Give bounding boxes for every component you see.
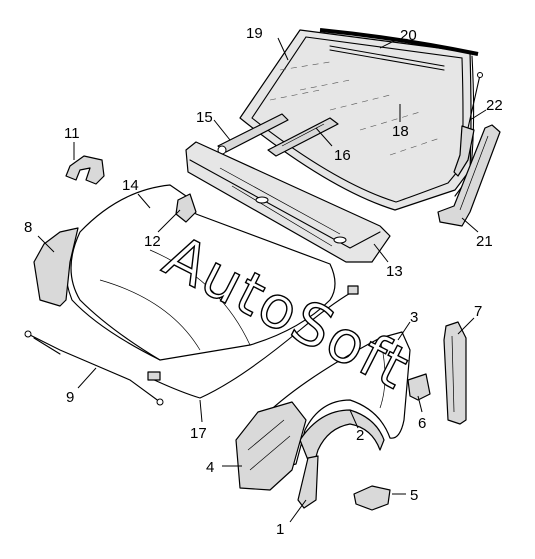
callout-20: 20: [400, 27, 417, 44]
callout-7: 7: [474, 303, 482, 320]
callout-3: 3: [410, 309, 418, 326]
windshield: [239, 29, 472, 211]
fender-liner: [299, 409, 385, 471]
a-pillar-trim: [437, 124, 501, 227]
callout-21: 21: [476, 233, 493, 250]
callout-8: 8: [24, 219, 32, 236]
side-bracket: [407, 373, 431, 401]
callout-9: 9: [66, 389, 74, 406]
callout-1: 1: [276, 521, 284, 538]
callout-14: 14: [122, 177, 139, 194]
hood-side-panel: [33, 227, 79, 307]
callout-17: 17: [190, 425, 207, 442]
callout-18: 18: [392, 123, 409, 140]
bracket: [65, 155, 105, 185]
cowl-panel: [185, 141, 391, 263]
callout-12: 12: [144, 233, 161, 250]
inner-wheelhouse: [235, 401, 307, 491]
callout-13: 13: [386, 263, 403, 280]
callout-4: 4: [206, 459, 214, 476]
callout-15: 15: [196, 109, 213, 126]
hood-hinge: [175, 193, 197, 223]
callout-22: 22: [486, 97, 503, 114]
callout-16: 16: [334, 147, 351, 164]
windshield-trim-strip: [329, 45, 445, 71]
antenna: [453, 72, 483, 177]
leader-lines: [37, 37, 487, 523]
fender-bracket: [297, 455, 319, 509]
callout-numbers: 1 2 3 4 5 6 7 8 9 11 12 13 14 15 16 17 1…: [24, 25, 503, 538]
callout-2: 2: [356, 427, 364, 444]
callout-5: 5: [410, 487, 418, 504]
callout-19: 19: [246, 25, 263, 42]
hood-prop-rod: [24, 330, 164, 406]
callout-11: 11: [64, 125, 80, 142]
hood-release-cable: [147, 285, 359, 399]
callout-6: 6: [418, 415, 426, 432]
side-trim: [443, 321, 467, 425]
hood: [64, 184, 336, 361]
fender-clip: [353, 485, 391, 511]
wiper-blade: [267, 117, 339, 157]
